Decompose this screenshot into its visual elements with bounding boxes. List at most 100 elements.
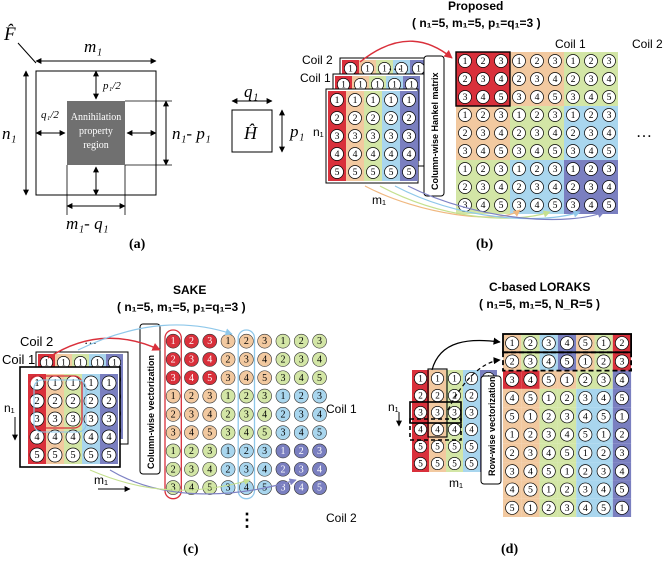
c-vec-dot-label: 4: [244, 483, 249, 494]
d-matrix-dot-label: 2: [565, 393, 570, 404]
b-hankel-dot-label: 5: [553, 92, 558, 103]
d-matrix-dot-label: 4: [510, 393, 515, 404]
c-vec-dot-label: 4: [262, 354, 267, 365]
b-hankel-dot: [584, 90, 598, 104]
b-hankel-dot: [476, 108, 490, 122]
b-coil1-cell: [402, 129, 416, 143]
panel-b-caption: (b): [476, 237, 493, 252]
c-vec-dot: [239, 333, 254, 349]
d-matrix-dot-label: 5: [510, 503, 515, 514]
b-hankel-dot-label: 3: [589, 74, 594, 85]
c-coil1-cell-label: 4: [52, 432, 58, 443]
d-matrix-dot-label: 3: [601, 466, 606, 477]
b-coil2-cell-label: 1: [348, 64, 353, 74]
b-hankel-dot-label: 1: [463, 164, 468, 175]
d-matrix-dot: [560, 336, 574, 351]
b-coil1-cell: [384, 111, 398, 125]
b-hankel-dot-label: 4: [553, 74, 558, 85]
c-coil1-cell: [101, 411, 117, 427]
c-vec-dot-label: 4: [189, 373, 194, 384]
c-vec-dot: [293, 352, 309, 367]
c-coil1-cell: [65, 411, 81, 427]
b-coil1-cell: [366, 93, 380, 107]
c-coil2-right-label: Coil 2: [326, 511, 357, 525]
c-vec-dot: [312, 461, 327, 477]
c-vec-dot: [312, 333, 327, 349]
b-coil1b-cell-label: 1: [358, 80, 363, 90]
b-hankel-dot-label: 5: [607, 146, 612, 157]
b-arrow-blue: [394, 185, 581, 220]
b-hankel-label: Column-wise Hankel matrix: [430, 72, 440, 190]
d-matrix-dot: [505, 500, 520, 515]
b-coil1-label: Coil 1: [300, 71, 331, 85]
c-vec-dot-label: 3: [299, 464, 304, 475]
region-text-3: region: [83, 140, 109, 151]
c-vec-dot-label: 3: [189, 464, 194, 475]
panel-b: Proposed ( n₁=5, m₁=5, p₁=q₁=3 ) 1234512…: [300, 0, 663, 252]
b-coil2-cell-label: 1: [365, 64, 370, 74]
b-hankel-dot: [530, 126, 544, 140]
m1-minus-q1-label: m₁- q₁: [66, 214, 109, 233]
c-coil2-label: Coil 2: [20, 334, 53, 349]
b-coil1-cell: [348, 147, 362, 161]
c-vec-dot-label: 3: [280, 483, 285, 494]
b-hankel-dot: [512, 108, 526, 122]
c-vec-dot: [312, 388, 327, 404]
b-coil1-cell: [330, 111, 344, 125]
d-matrix-dot: [541, 354, 556, 369]
c-vec-dot: [165, 333, 181, 349]
d-grid-cell-label: 3: [435, 408, 440, 418]
c-col-highlight-blue: [237, 329, 256, 500]
b-hankel-dot-label: 4: [481, 200, 486, 211]
b-coil1-cell: [384, 93, 398, 107]
c-vec-dot: [220, 443, 236, 459]
d-matrix-dot-label: 3: [546, 430, 551, 441]
c-vec-dot: [184, 443, 199, 459]
c-vec-dot-label: 2: [244, 391, 249, 402]
d-grid-cell-label: 1: [469, 374, 474, 384]
c-coil1-cell-label: 2: [70, 396, 75, 407]
d-matrix-dot: [615, 409, 629, 424]
d-matrix-dot-label: 3: [565, 411, 570, 422]
d-grid-cell: [465, 372, 478, 385]
d-matrix-dot-label: 4: [601, 485, 606, 496]
c-vec-dot-label: 2: [280, 464, 285, 475]
d-arrows: [431, 337, 501, 411]
d-matrix-dot-label: 5: [528, 485, 533, 496]
d-col-1: [412, 370, 429, 472]
c-coil1-cell-label: 3: [70, 414, 75, 425]
b-coil1-cell: [366, 111, 380, 125]
c-vec-dot-label: 3: [317, 391, 322, 402]
c-vec-dot: [202, 461, 218, 477]
c-vec-dot-label: 3: [171, 428, 176, 439]
b-hankel-dot-label: 3: [553, 56, 558, 67]
d-matrix-dot-label: 4: [546, 448, 551, 459]
f-hat-label: F̂: [3, 24, 16, 45]
b-coil1-cell-label: 2: [407, 113, 412, 124]
b-hankel-dot-label: 2: [535, 164, 540, 175]
b-coil1-cell-label: 1: [407, 95, 412, 106]
p1-half-label: p₁/2: [102, 80, 121, 92]
d-matrix-dot-label: 4: [619, 466, 624, 477]
c-vec-dot-label: 2: [244, 446, 249, 457]
b-hankel-dot: [530, 108, 544, 122]
c-vec-dot: [257, 443, 272, 459]
d-matrix-dot: [596, 446, 611, 460]
d-matrix-dot: [615, 427, 629, 442]
c-vec-dot-label: 4: [317, 464, 322, 475]
d-matrix-dot-label: 1: [510, 430, 515, 441]
d-grid-cell-label: 3: [469, 408, 474, 418]
coil-stack-c: 1234512345123451234512345123451234512345…: [19, 351, 129, 468]
c-coil1-cell-label: 3: [34, 414, 39, 425]
b-coil1-cell: [402, 165, 416, 179]
b-hankel-dot-label: 2: [535, 110, 540, 121]
b-hankel-dot: [494, 126, 508, 140]
b-hankel-dot: [530, 144, 544, 158]
b-hankel-dot: [476, 126, 490, 140]
c-coil1-cell: [83, 447, 99, 463]
b-coil1-cell-label: 2: [389, 113, 394, 124]
c-coil1-cell-label: 4: [106, 432, 112, 443]
d-row-window: [409, 401, 462, 424]
b-hankel-dot-label: 1: [463, 110, 468, 121]
d-matrix-dot: [578, 464, 593, 479]
